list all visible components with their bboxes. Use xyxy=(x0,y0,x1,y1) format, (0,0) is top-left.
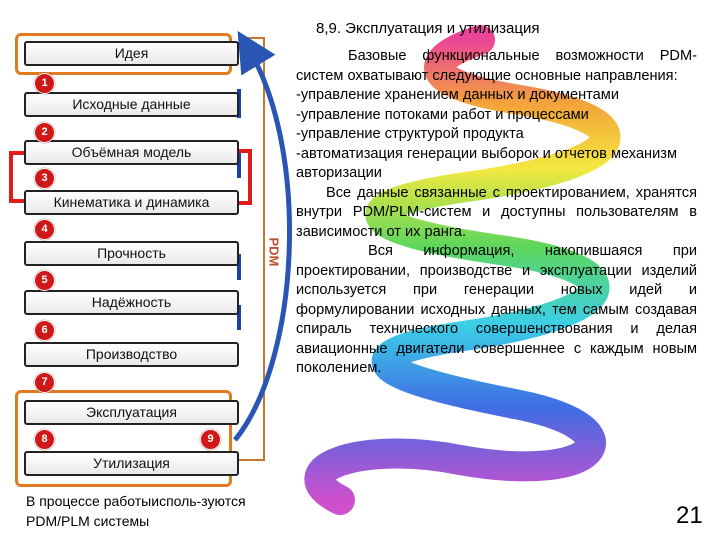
list-item-workflow: -управление потоками работ и процессами xyxy=(296,106,589,123)
step-badge-4: 4 xyxy=(34,219,55,240)
step-badge-6: 6 xyxy=(34,320,55,341)
stage-kinematics: Кинематика и динамика xyxy=(24,190,239,215)
red-connector-lines xyxy=(9,149,252,205)
paragraph-intro: Базовые функциональные возможности PDM-с… xyxy=(296,48,697,84)
step-badge-2: 2 xyxy=(34,122,55,143)
list-item-reports: -автоматизация генерации выборок и отчет… xyxy=(296,145,677,182)
stage-exploitation: Эксплуатация xyxy=(24,400,239,425)
slide-body: Базовые функциональные возможности PDM-с… xyxy=(296,47,697,379)
stage-source-data: Исходные данные xyxy=(24,92,239,117)
paragraph-storage: Все данные связанные с проектированием, … xyxy=(296,184,697,240)
step-badge-3: 3 xyxy=(34,168,55,189)
stage-idea: Идея xyxy=(24,41,239,66)
stage-reliability: Надёжность xyxy=(24,290,239,315)
step-badge-7: 7 xyxy=(34,372,55,393)
stage-strength: Прочность xyxy=(24,241,239,266)
stage-utilization: Утилизация xyxy=(24,451,239,476)
pdm-label: PDM xyxy=(266,237,282,267)
step-badge-9: 9 xyxy=(200,429,221,450)
diagram-caption: В процессе работыисполь-зуются PDM/PLM с… xyxy=(26,493,246,529)
step-badge-8: 8 xyxy=(34,429,55,450)
exploitation-highlight-frame xyxy=(15,390,232,487)
step-badge-5: 5 xyxy=(34,270,55,291)
slide-title: 8,9. Эксплуатация и утилизация xyxy=(316,20,540,37)
list-item-structure: -управление структурой продукта xyxy=(296,126,524,142)
step-badge-1: 1 xyxy=(34,73,55,94)
stage-3d-model: Объёмная модель xyxy=(24,140,239,165)
list-item-storage: -управление хранением данных и документа… xyxy=(296,87,619,103)
stage-production: Производство xyxy=(24,342,239,367)
paragraph-spiral: Вся информация, накопившаяся при проекти… xyxy=(296,243,697,376)
slide-number: 21 xyxy=(676,502,703,529)
feedback-arrow xyxy=(233,30,292,442)
